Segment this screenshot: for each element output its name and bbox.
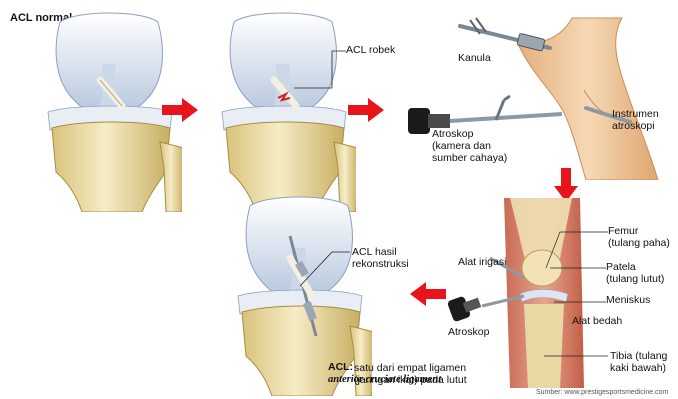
label-atroskop-kamera: Atroskop (kamera dan sumber cahaya) xyxy=(432,128,507,164)
label-patela: Patela (tulang lutut) xyxy=(606,261,664,285)
label-acl-robek: ACL robek xyxy=(346,44,395,56)
label-kanula: Kanula xyxy=(458,52,491,64)
label-femur: Femur (tulang paha) xyxy=(608,225,670,249)
surgery-scope-body xyxy=(446,288,486,328)
leader-acl-reconstructed xyxy=(296,250,352,290)
knee-torn-illustration xyxy=(216,12,356,212)
leader-acl-robek xyxy=(292,50,348,90)
label-acl-hasil-rekonstruksi: ACL hasil rekonstruksi xyxy=(352,246,409,270)
definition-term: ACL: xyxy=(328,361,353,373)
label-alat-irigasi: Alat irigasi xyxy=(458,256,506,268)
leader-lines-surgery xyxy=(540,228,612,378)
label-meniskus: Meniskus xyxy=(606,294,650,306)
arrow-right-2 xyxy=(348,98,384,122)
cannula-instrument xyxy=(460,18,550,51)
label-atroskop-surgery: Atroskop xyxy=(448,326,489,338)
arrow-right-1 xyxy=(162,98,198,122)
label-instrumen-atroskopi: Instrumen atroskopi xyxy=(612,108,659,132)
label-tibia: Tibia (tulang kaki bawah) xyxy=(610,350,667,374)
knee-normal-illustration xyxy=(42,12,182,212)
arrow-down xyxy=(554,168,578,202)
arrow-left xyxy=(410,282,446,306)
source-credit: Sumber: www.prestigesportsmedicine.com xyxy=(536,387,668,399)
definition-text: satu dari empat ligamen (jaringan ikat) … xyxy=(354,362,467,386)
